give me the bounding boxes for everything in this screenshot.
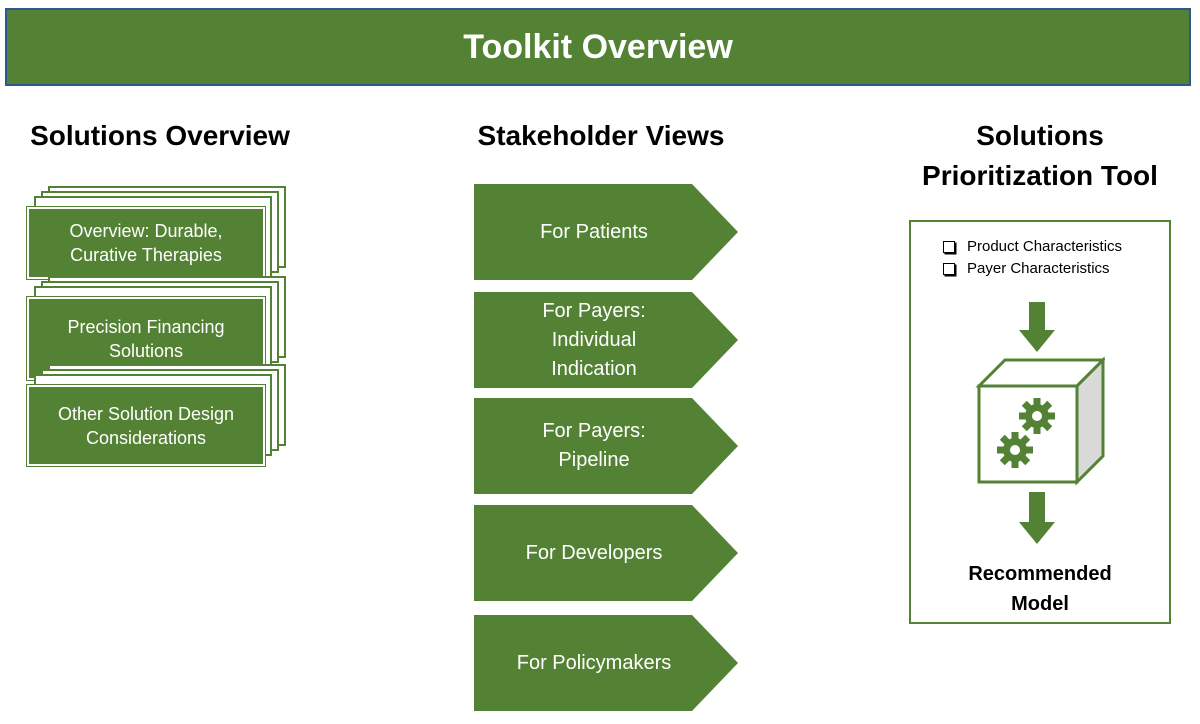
down-arrow-icon xyxy=(1019,492,1055,544)
checklist-label: Product Characteristics xyxy=(967,238,1123,255)
stakeholder-arrow-policymakers[interactable]: For Policymakers xyxy=(474,615,740,711)
toolkit-overview-banner: Toolkit Overview xyxy=(5,8,1191,86)
result-line: Model xyxy=(1011,593,1069,615)
stakeholder-label: For Payers: Pipeline xyxy=(542,420,646,471)
heading-line: Solutions xyxy=(976,120,1104,151)
gear-icon xyxy=(1019,398,1055,434)
prioritization-tool-box[interactable]: Product Characteristics Payer Characteri… xyxy=(909,220,1171,624)
checklist-item-product: Product Characteristics xyxy=(943,238,1122,255)
chevron-arrow-shape xyxy=(474,615,738,711)
solution-stack-overview[interactable]: Overview: Durable, Curative Therapies xyxy=(26,186,289,280)
heading-line: Prioritization Tool xyxy=(922,160,1158,191)
chevron-arrow-shape xyxy=(474,398,738,494)
gear-icon xyxy=(997,432,1033,468)
checklist-item-payer: Payer Characteristics xyxy=(943,260,1110,277)
checklist-label: Payer Characteristics xyxy=(967,260,1110,277)
stakeholder-arrow-payers-individual[interactable]: For Payers: Individual Indication xyxy=(474,292,740,388)
solution-card-overview[interactable]: Overview: Durable, Curative Therapies xyxy=(26,206,266,280)
chevron-arrow-shape xyxy=(474,292,738,388)
stakeholder-views-heading: Stakeholder Views xyxy=(477,120,725,151)
stakeholder-arrow-patients[interactable]: For Patients xyxy=(474,184,740,280)
stakeholder-label: For Developers xyxy=(525,541,663,564)
result-line: Recommended xyxy=(968,563,1112,585)
checkbox-icon xyxy=(943,262,955,275)
stakeholder-arrow-developers[interactable]: For Developers xyxy=(474,505,740,601)
chevron-arrow-shape xyxy=(474,184,738,280)
prioritization-tool-heading: Solutions Prioritization Tool xyxy=(890,116,1190,196)
stakeholder-label: For Policymakers xyxy=(516,651,672,674)
solutions-overview-heading: Solutions Overview xyxy=(30,120,290,151)
stakeholder-label: For Patients xyxy=(540,220,648,243)
stakeholder-label: For Payers: Individual Indication xyxy=(542,299,646,380)
banner-title: Toolkit Overview xyxy=(463,27,733,66)
checkbox-icon xyxy=(943,240,955,253)
chevron-arrow-shape xyxy=(474,505,738,601)
down-arrow-icon xyxy=(1019,302,1055,352)
solution-card-other[interactable]: Other Solution Design Considerations xyxy=(26,384,266,467)
solution-stack-financing[interactable]: Precision Financing Solutions xyxy=(26,276,289,381)
processing-cube-icon xyxy=(975,356,1105,486)
solution-stack-other[interactable]: Other Solution Design Considerations xyxy=(26,364,289,467)
stakeholder-arrow-payers-pipeline[interactable]: For Payers: Pipeline xyxy=(474,398,740,494)
recommended-model-label: Recommended Model xyxy=(911,559,1169,619)
